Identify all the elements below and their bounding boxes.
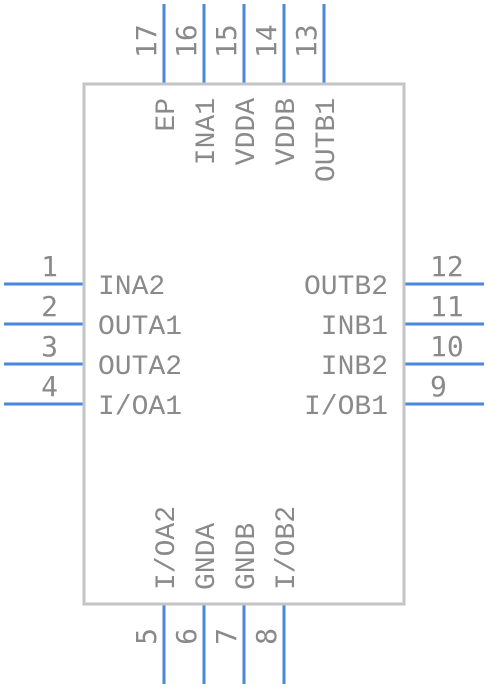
pin-1-name: INA2	[98, 272, 165, 303]
pin-2-number: 2	[41, 290, 58, 323]
pin-9-number: 9	[430, 370, 447, 403]
pin-14-name: VDDB	[272, 98, 303, 165]
pin-10-number: 10	[430, 330, 464, 363]
pin-6-name: GNDA	[192, 523, 223, 590]
pin-7-number: 7	[210, 628, 243, 645]
pin-12-name: OUTB2	[304, 272, 388, 303]
pin-8-number: 8	[250, 628, 283, 645]
pin-9-name: I/OB1	[304, 392, 388, 423]
pin-6-number: 6	[170, 628, 203, 645]
ic-body	[82, 82, 406, 606]
pin-14-number: 14	[250, 24, 283, 58]
pin-16-name: INA1	[192, 98, 223, 165]
pin-4-name: I/OA1	[98, 392, 182, 423]
pin-4-number: 4	[41, 370, 58, 403]
pin-11-name: INB1	[321, 312, 388, 343]
pin-13-name: OUTB1	[312, 98, 343, 182]
pin-16-number: 16	[170, 24, 203, 58]
pin-15-name: VDDA	[232, 98, 263, 165]
pin-13-number: 13	[290, 24, 323, 58]
pin-7-name: GNDB	[232, 523, 263, 590]
pin-5-number: 5	[130, 628, 163, 645]
pin-15-number: 15	[210, 24, 243, 58]
pin-3-number: 3	[41, 330, 58, 363]
pin-2-name: OUTA1	[98, 312, 182, 343]
pin-17-name: EP	[152, 98, 183, 132]
pin-1-number: 1	[41, 250, 58, 283]
pin-11-number: 11	[430, 290, 464, 323]
pin-17-number: 17	[130, 24, 163, 58]
pin-5-name: I/OA2	[152, 506, 183, 590]
pin-10-name: INB2	[321, 352, 388, 383]
pin-3-name: OUTA2	[98, 352, 182, 383]
pin-8-name: I/OB2	[272, 506, 303, 590]
pin-12-number: 12	[430, 250, 464, 283]
